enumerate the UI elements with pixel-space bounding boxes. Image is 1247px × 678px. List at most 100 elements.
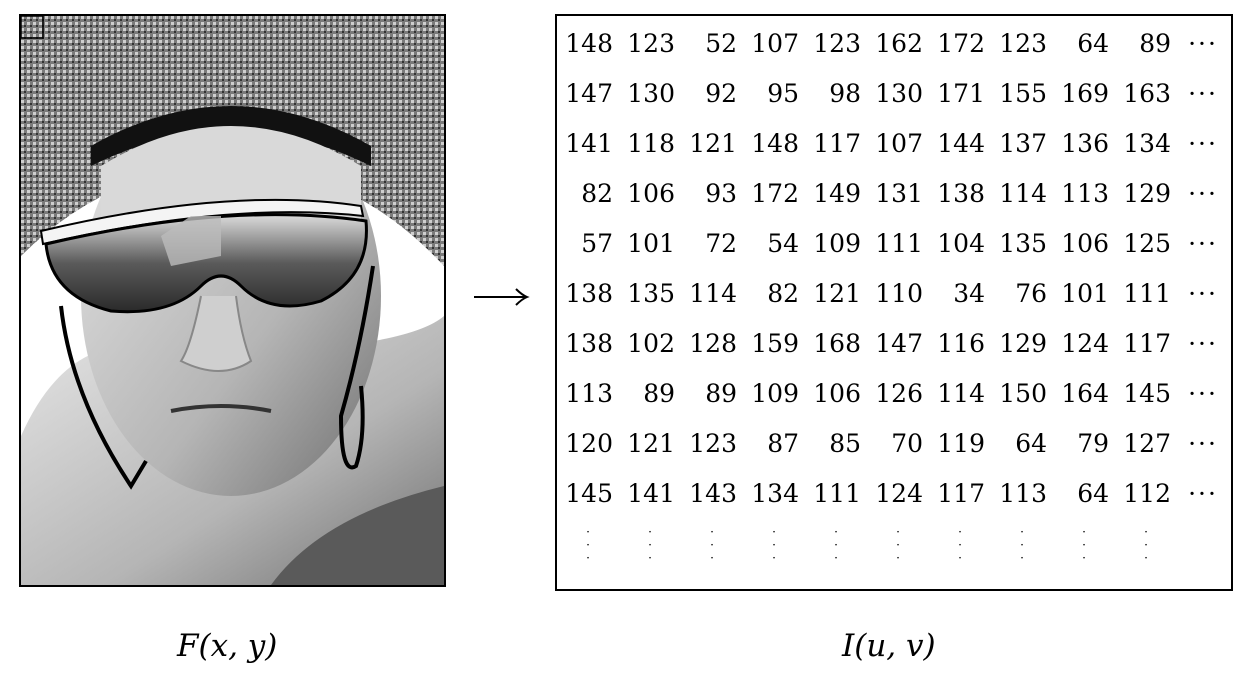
right-caption: I(u, v) [842, 628, 936, 664]
matrix-cell: 101 [1061, 279, 1109, 308]
column-ellipsis: ··· [896, 525, 900, 565]
matrix-cell: 113 [999, 479, 1047, 508]
matrix-cell: 106 [627, 179, 675, 208]
matrix-cell: 136 [1061, 129, 1109, 158]
matrix-cell: 135 [999, 229, 1047, 258]
matrix-cell: 116 [937, 329, 985, 358]
matrix-cell: 113 [1061, 179, 1109, 208]
matrix-cell: 82 [581, 179, 613, 208]
matrix-cell: 114 [937, 379, 985, 408]
column-ellipsis: ··· [958, 525, 962, 565]
matrix-cell: 106 [1061, 229, 1109, 258]
matrix-cell: 85 [829, 429, 861, 458]
matrix-cell: 117 [813, 129, 861, 158]
matrix-cell: 162 [875, 29, 923, 58]
grayscale-photo [19, 14, 446, 587]
matrix-cell: 171 [937, 79, 985, 108]
matrix-cell: 138 [937, 179, 985, 208]
matrix-cell: 127 [1123, 429, 1171, 458]
right-arrow-icon [474, 288, 530, 306]
matrix-cell: 72 [705, 229, 737, 258]
matrix-cell: 52 [705, 29, 737, 58]
matrix-cell: 107 [875, 129, 923, 158]
matrix-cell: 113 [565, 379, 613, 408]
matrix-cell: 107 [751, 29, 799, 58]
matrix-cell: 95 [767, 79, 799, 108]
matrix-cell: 109 [813, 229, 861, 258]
matrix-cell: 159 [751, 329, 799, 358]
matrix-cell: 121 [627, 429, 675, 458]
matrix-cell: 148 [565, 29, 613, 58]
matrix-cell: 144 [937, 129, 985, 158]
matrix-cell: 129 [999, 329, 1047, 358]
matrix-cell: 168 [813, 329, 861, 358]
matrix-cell: 126 [875, 379, 923, 408]
matrix-cell: 145 [565, 479, 613, 508]
matrix-cell: 109 [751, 379, 799, 408]
matrix-cell: 124 [875, 479, 923, 508]
matrix-cell: 163 [1123, 79, 1171, 108]
column-ellipsis: ··· [710, 525, 714, 565]
matrix-cell: 121 [689, 129, 737, 158]
matrix-cell: 114 [689, 279, 737, 308]
matrix-cell: 141 [565, 129, 613, 158]
row-ellipsis: ··· [1188, 429, 1218, 458]
matrix-cell: 117 [937, 479, 985, 508]
matrix-cell: 101 [627, 229, 675, 258]
matrix-cell: 125 [1123, 229, 1171, 258]
matrix-cell: 117 [1123, 329, 1171, 358]
matrix-cell: 124 [1061, 329, 1109, 358]
matrix-cell: 123 [813, 29, 861, 58]
photo-illustration [21, 16, 444, 585]
column-ellipsis: ··· [1144, 525, 1148, 565]
column-ellipsis: ··· [772, 525, 776, 565]
row-ellipsis: ··· [1188, 129, 1218, 158]
matrix-cell: 141 [627, 479, 675, 508]
matrix-cell: 123 [999, 29, 1047, 58]
matrix-cell: 98 [829, 79, 861, 108]
matrix-cell: 169 [1061, 79, 1109, 108]
matrix-cell: 54 [767, 229, 799, 258]
matrix-cell: 155 [999, 79, 1047, 108]
matrix-cell: 34 [953, 279, 985, 308]
matrix-cell: 106 [813, 379, 861, 408]
matrix-cell: 118 [627, 129, 675, 158]
row-ellipsis: ··· [1188, 29, 1218, 58]
matrix-cell: 82 [767, 279, 799, 308]
row-ellipsis: ··· [1188, 479, 1218, 508]
matrix-cell: 134 [751, 479, 799, 508]
matrix-cell: 120 [565, 429, 613, 458]
matrix-cell: 110 [875, 279, 923, 308]
matrix-cell: 102 [627, 329, 675, 358]
matrix-cell: 64 [1077, 29, 1109, 58]
matrix-cell: 119 [937, 429, 985, 458]
mapping-arrow [472, 280, 530, 314]
column-ellipsis: ··· [648, 525, 652, 565]
matrix-cell: 147 [565, 79, 613, 108]
matrix-cell: 129 [1123, 179, 1171, 208]
row-ellipsis: ··· [1188, 379, 1218, 408]
column-ellipsis: ··· [1020, 525, 1024, 565]
matrix-cell: 76 [1015, 279, 1047, 308]
matrix-cell: 138 [565, 279, 613, 308]
matrix-cell: 121 [813, 279, 861, 308]
matrix-cell: 137 [999, 129, 1047, 158]
matrix-cell: 79 [1077, 429, 1109, 458]
matrix-cell: 138 [565, 329, 613, 358]
matrix-cell: 164 [1061, 379, 1109, 408]
column-ellipsis: ··· [834, 525, 838, 565]
matrix-cell: 111 [1123, 279, 1171, 308]
row-ellipsis: ··· [1188, 79, 1218, 108]
row-ellipsis: ··· [1188, 279, 1218, 308]
matrix-cell: 89 [643, 379, 675, 408]
matrix-cell: 123 [627, 29, 675, 58]
matrix-cell: 57 [581, 229, 613, 258]
matrix-cell: 64 [1077, 479, 1109, 508]
